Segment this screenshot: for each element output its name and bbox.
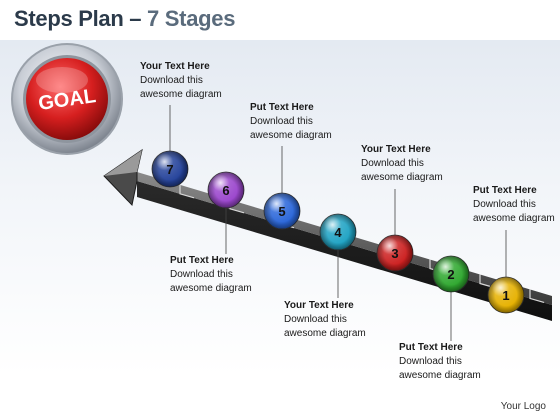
- title-dash: –: [123, 6, 148, 31]
- stage-6-line1: Download this: [170, 269, 233, 280]
- stage-6-line2: awesome diagram: [170, 283, 252, 294]
- stage-6-number: 6: [222, 183, 229, 198]
- stage-6-heading: Put Text Here: [170, 255, 234, 266]
- stage-3-label: Your Text Here Download this awesome dia…: [361, 143, 443, 185]
- stage-2-ball: 2: [432, 255, 470, 293]
- connector-lines: [169, 105, 507, 341]
- stage-1-ball: 1: [487, 276, 525, 314]
- stage-balls: 1 2 3 4 5 6 7: [151, 150, 525, 314]
- stage-5-line1: Download this: [250, 116, 313, 127]
- stage-5-line2: awesome diagram: [250, 130, 332, 141]
- stage-1-ball-shine: [488, 277, 524, 313]
- stage-6-ball: 6: [207, 171, 245, 209]
- arrow-step-notch: [529, 289, 545, 304]
- stage-6-label: Put Text Here Download this awesome diag…: [170, 254, 252, 296]
- stage-1-heading: Put Text Here: [473, 185, 537, 196]
- stage-4-line1: Download this: [284, 314, 347, 325]
- stage-5-ball: 5: [263, 192, 301, 230]
- page-title: Steps Plan – 7 Stages: [14, 6, 235, 32]
- stage-3-line2: awesome diagram: [361, 172, 443, 183]
- stage-4-line2: awesome diagram: [284, 328, 366, 339]
- goal-button: GOAL: [11, 43, 123, 155]
- stage-2-line2: awesome diagram: [399, 370, 481, 381]
- stage-7-line1: Download this: [140, 75, 203, 86]
- stage-1-label: Put Text Here Download this awesome diag…: [473, 184, 555, 226]
- stage-7-heading: Your Text Here: [140, 61, 210, 72]
- stage-2-label: Put Text Here Download this awesome diag…: [399, 341, 481, 383]
- stage-4-ball-shine: [320, 214, 356, 250]
- stage-7-ball: 7: [151, 150, 189, 188]
- stage-4-ball: 4: [319, 213, 357, 251]
- stage-1-number: 1: [502, 288, 509, 303]
- stage-3-line1: Download this: [361, 158, 424, 169]
- stage-1-line2: awesome diagram: [473, 213, 555, 224]
- stage-3-ball-shine: [377, 235, 413, 271]
- stage-5-label: Put Text Here Download this awesome diag…: [250, 101, 332, 143]
- stage-7-line2: awesome diagram: [140, 89, 222, 100]
- stage-5-heading: Put Text Here: [250, 102, 314, 113]
- stage-2-heading: Put Text Here: [399, 342, 463, 353]
- title-sub: 7 Stages: [147, 6, 236, 31]
- footer-logo-text: Your Logo: [500, 401, 546, 412]
- stage-3-heading: Your Text Here: [361, 144, 431, 155]
- title-main: Steps Plan: [14, 6, 124, 31]
- stage-2-line1: Download this: [399, 356, 462, 367]
- arrow-step-notch: [179, 184, 195, 199]
- arrow-step-notch: [479, 274, 495, 289]
- stage-4-number: 4: [334, 225, 342, 240]
- stage-5-ball-shine: [264, 193, 300, 229]
- stage-4-heading: Your Text Here: [284, 300, 354, 311]
- stage-6-ball-shine: [208, 172, 244, 208]
- stage-7-label: Your Text Here Download this awesome dia…: [140, 60, 222, 102]
- stage-5-number: 5: [278, 204, 285, 219]
- stage-7-number: 7: [166, 162, 173, 177]
- stage-3-ball: 3: [376, 234, 414, 272]
- stage-1-line1: Download this: [473, 199, 536, 210]
- stage-3-number: 3: [391, 246, 398, 261]
- stage-2-ball-shine: [433, 256, 469, 292]
- stage-7-ball-shine: [152, 151, 188, 187]
- stage-4-label: Your Text Here Download this awesome dia…: [284, 299, 366, 341]
- stage-2-number: 2: [447, 267, 454, 282]
